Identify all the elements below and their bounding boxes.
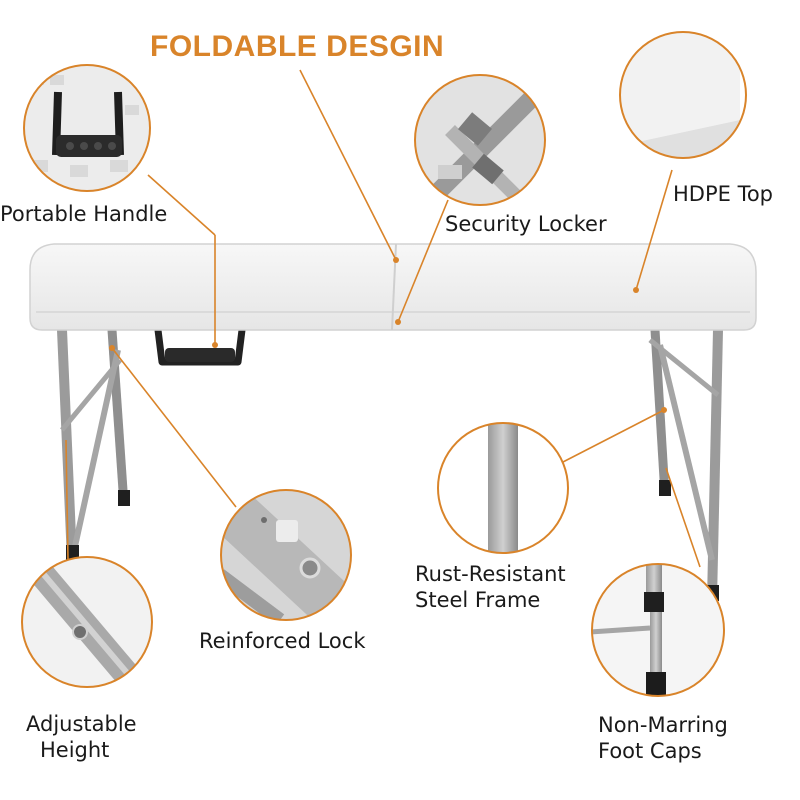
label-adjustable-line2: Height: [40, 738, 110, 762]
detail-reinforced-lock: [220, 489, 352, 621]
detail-portable-handle: [23, 64, 151, 192]
label-rust-resistant-line2: Steel Frame: [415, 588, 541, 612]
label-rust-resistant-line1: Rust-Resistant: [415, 562, 566, 586]
table-legs-left: [57, 329, 130, 561]
label-portable-handle: Portable Handle: [0, 202, 168, 226]
label-foot-caps-line2: Foot Caps: [598, 739, 702, 763]
detail-foot-caps: [591, 563, 725, 697]
detail-adjustable-height: [21, 556, 153, 688]
page-title: FOLDABLE DESGIN: [150, 30, 445, 63]
detail-steel-frame: [437, 422, 569, 554]
label-foot-caps-line1: Non-Marring: [598, 713, 728, 737]
leader-lines: [65, 69, 701, 568]
table-legs-right: [648, 329, 723, 601]
label-rust-resistant: Rust-Resistant Steel Frame: [415, 561, 566, 613]
leader-dots: [109, 257, 667, 413]
label-adjustable-line1: Adjustable: [26, 712, 137, 736]
folding-table: [29, 243, 757, 601]
label-hdpe-top: HDPE Top: [673, 182, 774, 206]
label-security-locker: Security Locker: [445, 212, 607, 236]
label-foot-caps: Non-Marring Foot Caps: [598, 712, 728, 764]
label-adjustable-height: Adjustable Height: [26, 711, 137, 763]
detail-security-locker: [414, 74, 546, 206]
label-reinforced-lock: Reinforced Lock: [199, 629, 366, 653]
detail-hdpe-top: [619, 31, 747, 159]
